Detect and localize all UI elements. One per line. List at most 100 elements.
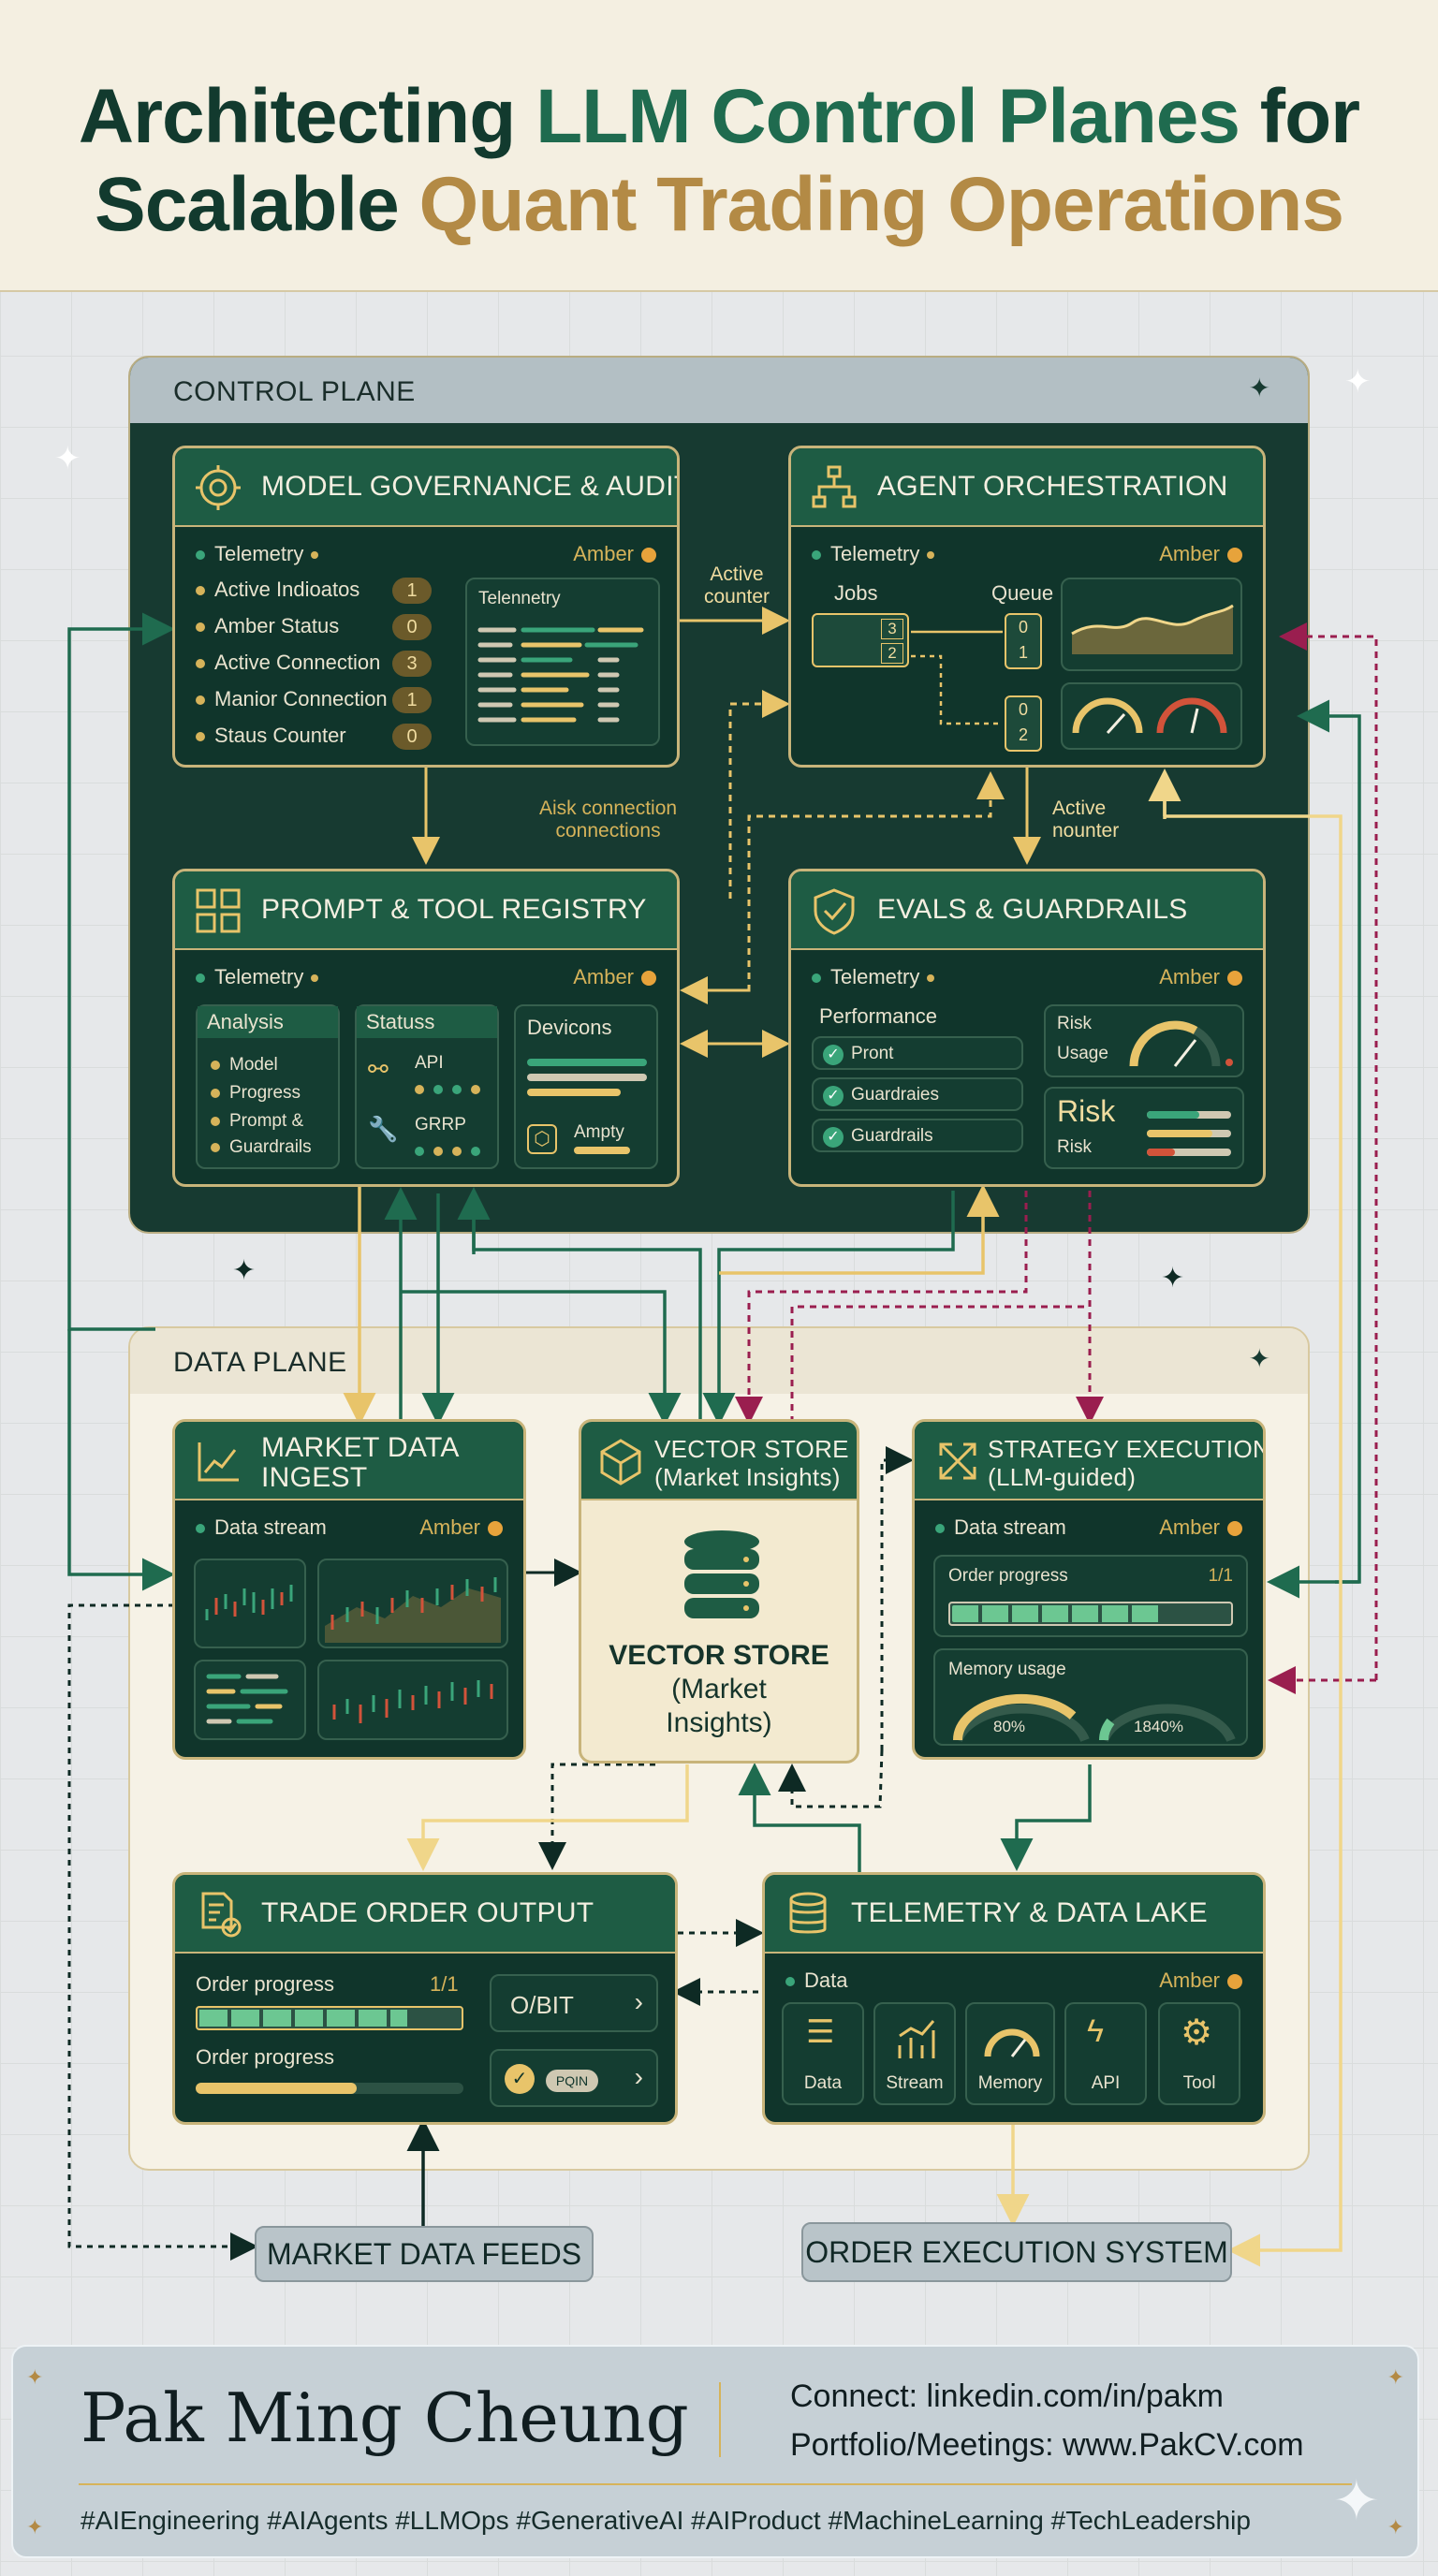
tile-stream[interactable]: Stream [873,2002,956,2105]
telemetry-bars [477,627,644,723]
status-dots [415,1081,490,1094]
gauges-panel [1061,682,1242,750]
tile-data[interactable]: ☰ Data [782,2002,864,2105]
area-chart [1071,604,1234,654]
guardrail-checks: ✓Pront ✓Guardraies ✓Guardrails [812,1036,1027,1152]
api-icon: ⚯ [368,1055,389,1083]
vector-store-card[interactable]: VECTOR STORE(Market Insights) VECTOR STO… [579,1419,859,1764]
card-title: PROMPT & TOOL REGISTRY [261,894,647,925]
chevron-right-icon: › [634,2062,643,2091]
jobs-box: 3 2 [812,613,909,667]
device-bar [527,1074,647,1081]
hierarchy-icon [812,465,857,508]
area-candlestick-chart [317,1559,508,1648]
status-dots [415,1143,490,1156]
wrench-icon: 🔧 [368,1115,399,1143]
memory-usage-label: Memory usage [948,1660,1066,1679]
panel-title: Analysis [198,1006,338,1038]
order-progress-bar [196,2006,463,2030]
sparkle-icon: ✦ [232,1255,257,1286]
candlestick-chart [194,1559,306,1648]
order-progress-fill [952,1605,1160,1622]
tile-label: Tool [1182,2073,1216,2093]
risk-usage-panel: Risk Usage [1044,1004,1244,1077]
sparkle-icon: ✦ [1344,364,1372,400]
card-title: STRATEGY EXECUTION(LLM-guided) [988,1435,1266,1491]
device-bar [527,1089,621,1096]
trade-order-output-card[interactable]: TRADE ORDER OUTPUT Order progress 1/1 Or… [172,1872,678,2125]
risk-bar [1147,1111,1199,1119]
strategy-execution-card[interactable]: STRATEGY EXECUTION(LLM-guided) Data stre… [912,1419,1266,1760]
list-item: Progress [211,1083,312,1111]
pqin-label: PQIN [546,2070,598,2092]
linkedin-link[interactable]: Connect: linkedin.com/in/pakm [790,2378,1225,2414]
obit-button[interactable]: O/BIT › [490,1974,658,2032]
check-icon: ✓ [823,1127,844,1148]
hexagon-icon: ⬡ [527,1124,557,1154]
order-progress-bar [948,1602,1233,1626]
card-title: VECTOR STORE(Market Insights) [654,1435,849,1491]
card-header: TRADE ORDER OUTPUT [175,1875,675,1954]
order-progress-fill-2 [196,2083,357,2094]
tile-label: Memory [977,2073,1043,2093]
order-execution-system[interactable]: ORDER EXECUTION SYSTEM [801,2222,1232,2282]
risk-bar [1147,1130,1212,1137]
data-rows-panel [194,1660,306,1740]
tile-api[interactable]: ϟ API [1064,2002,1147,2105]
candlestick-chart-2 [317,1660,508,1740]
gear-icon: ⚙ [1181,2013,1213,2053]
tile-label: Data [803,2073,843,2093]
bar-chart-icon [898,2020,935,2058]
devices-panel: Devicons ⬡ Ampty [514,1004,658,1169]
empty-label: Ampty [574,1122,624,1142]
check-item: ✓Guardraies [812,1077,1023,1111]
memory-usage-panel: Memory usage 80% 1840% [933,1648,1248,1746]
tile-memory[interactable]: Memory [965,2002,1055,2105]
tile-tool[interactable]: ⚙ Tool [1158,2002,1240,2105]
status-panel: Statuss ⚯ API 🔧 GRRP [355,1004,499,1169]
jobs-label: Jobs [834,581,878,605]
pqin-button[interactable]: ✓ PQIN › [490,2049,658,2107]
check-circle-icon: ✓ [505,2064,535,2094]
sparkle-icon: ✦ [26,2365,44,2389]
market-data-feeds[interactable]: MARKET DATA FEEDS [255,2226,594,2282]
chevron-right-icon: › [634,1987,643,2016]
obit-label: O/BIT [510,1991,574,2019]
sparkle-icon: ✦ [1387,2515,1404,2539]
tile-label: API [1091,2073,1121,2093]
card-header: VECTOR STORE(Market Insights) [581,1422,857,1500]
hashtags: #AIEngineering #AIAgents #LLMOps #Genera… [81,2506,1251,2535]
list-item: Guardrails [211,1137,312,1164]
card-title: TRADE ORDER OUTPUT [261,1897,594,1928]
sparkle-icon: ✦ [1248,1344,1270,1373]
queue-label: Queue [991,581,1054,605]
database-icon [684,1530,759,1618]
performance-label: Performance [819,1004,937,1028]
grid-icon [196,888,241,933]
sparkle-icon: ✦ [26,2515,44,2539]
sparkle-icon: ✦ [1248,373,1270,402]
portfolio-link[interactable]: Portfolio/Meetings: www.PakCV.com [790,2427,1304,2463]
list-item: Model [211,1055,312,1083]
risk-gauge [1129,1020,1233,1067]
order-progress-panel: Order progress 1/1 [933,1555,1248,1637]
line-chart-icon [198,1442,239,1482]
order-ratio: 1/1 [430,1972,459,1996]
